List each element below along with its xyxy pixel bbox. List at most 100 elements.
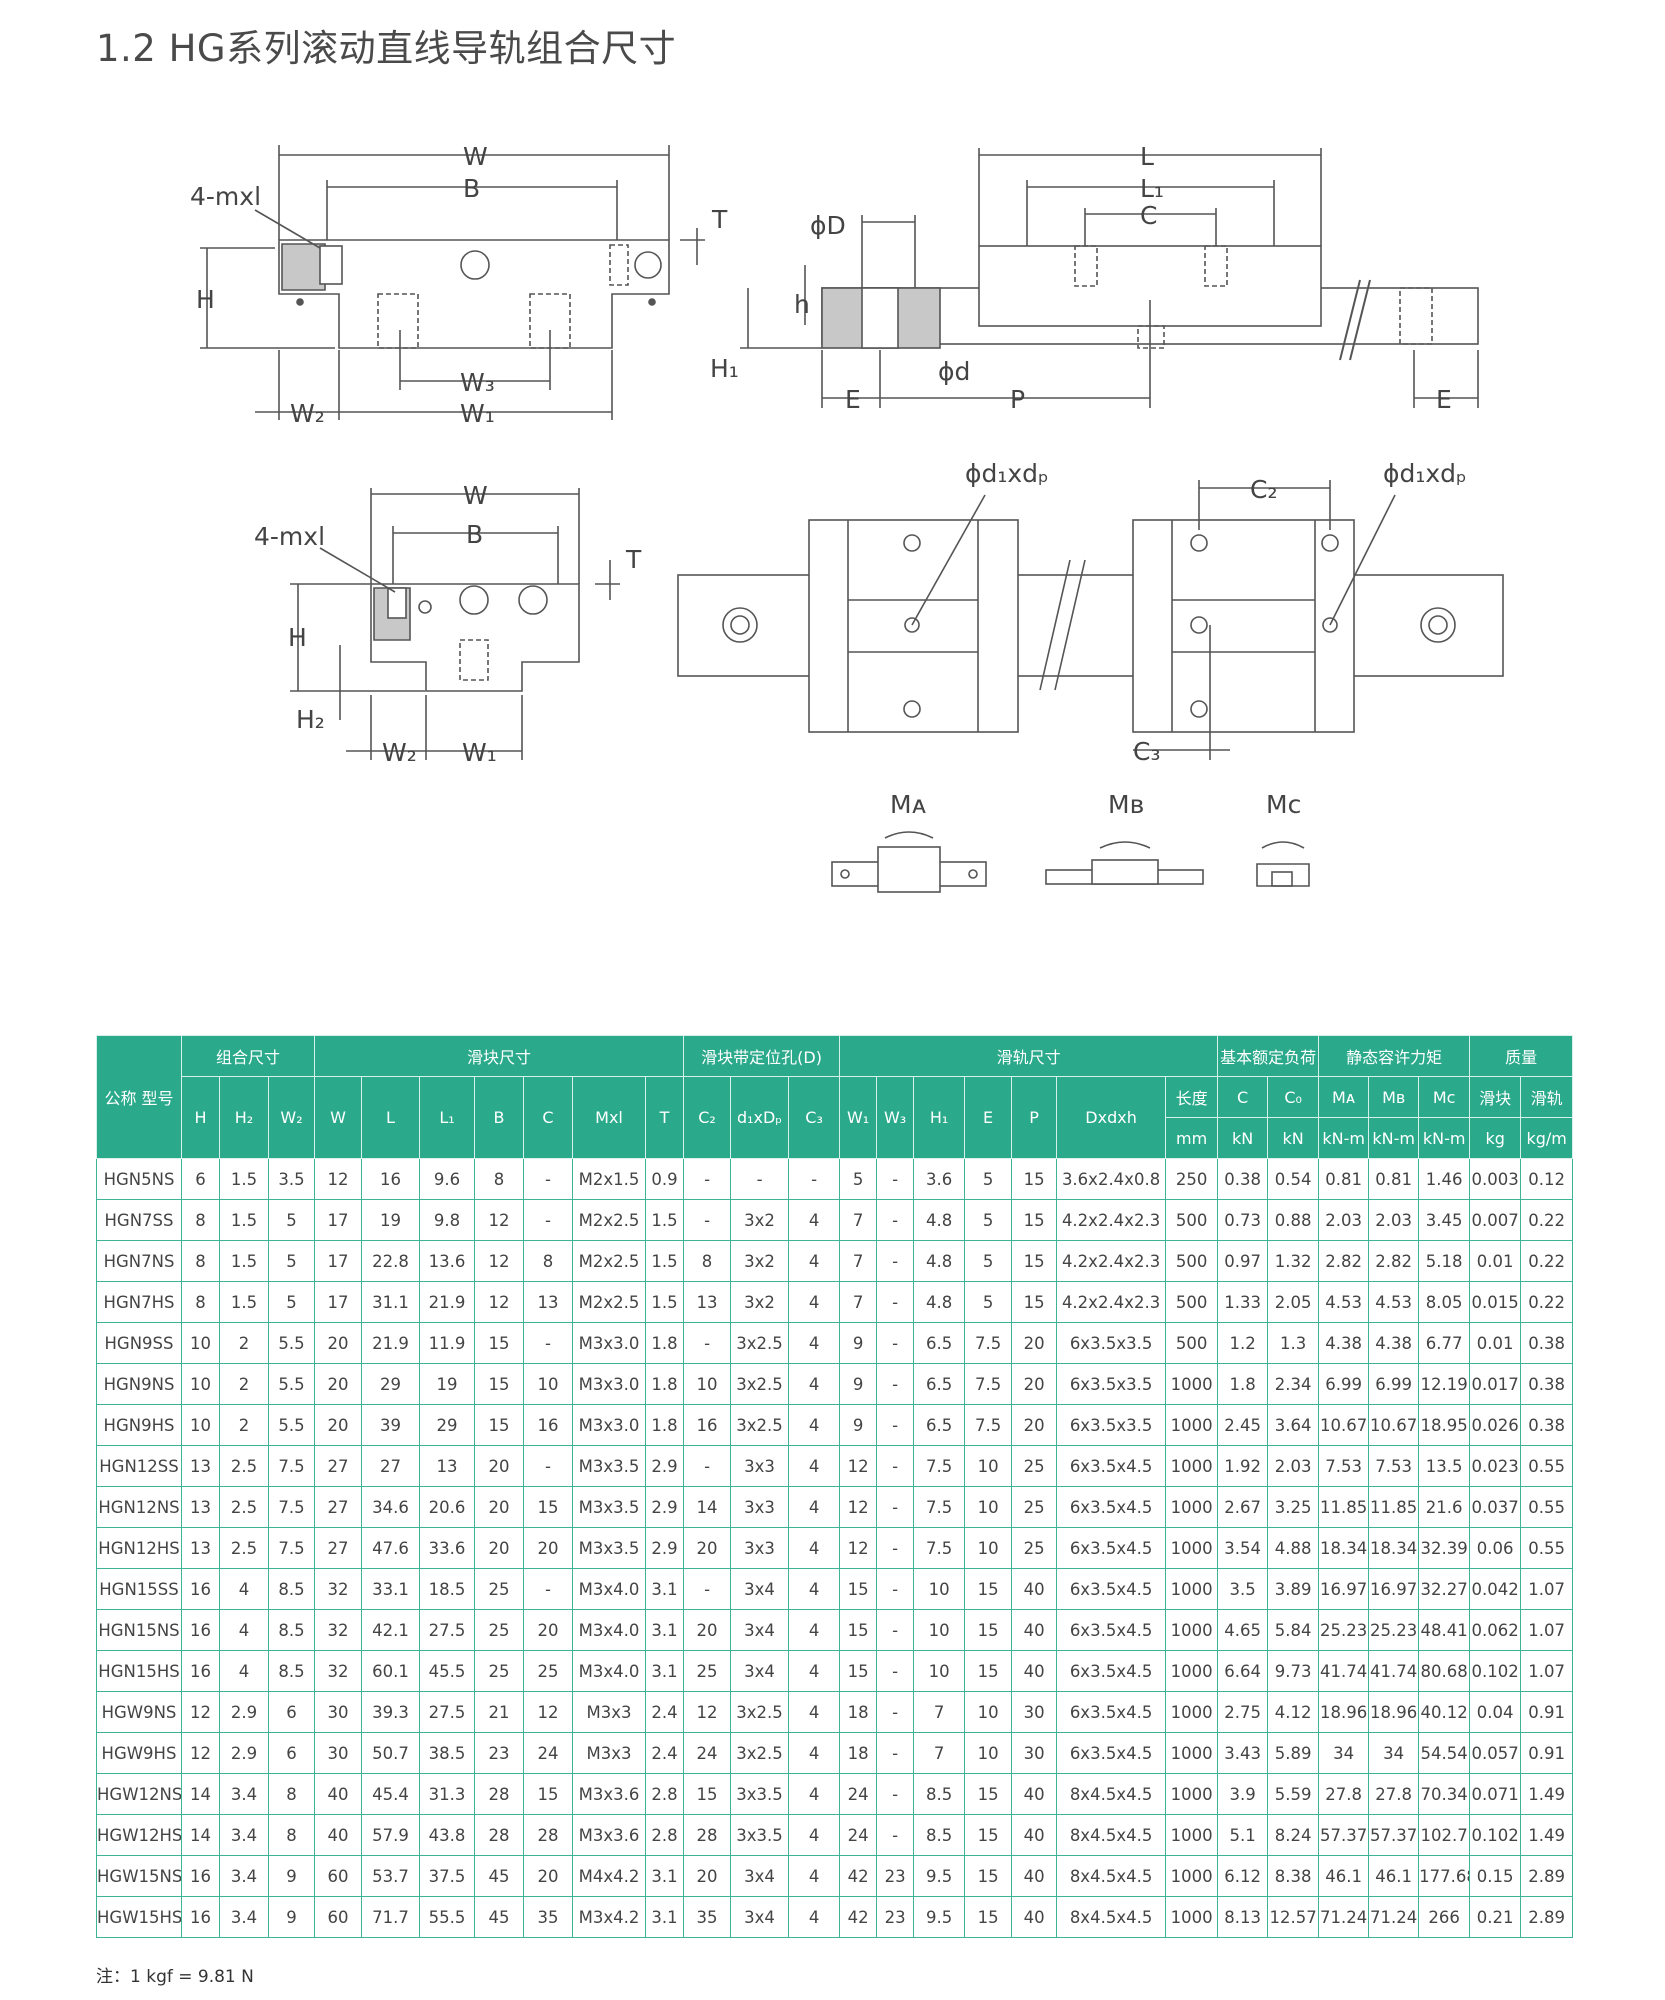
value-cell: 1.8 bbox=[644, 1322, 685, 1364]
value-cell: 6x3.5x4.5 bbox=[1056, 1609, 1167, 1651]
value-cell: 10 bbox=[964, 1527, 1013, 1569]
value-cell: 15 bbox=[964, 1568, 1013, 1610]
value-cell: 32 bbox=[314, 1568, 362, 1610]
label-P: P bbox=[1010, 385, 1025, 414]
value-cell: 0.38 bbox=[1520, 1322, 1574, 1364]
value-cell: 50.7 bbox=[361, 1732, 420, 1774]
model-cell: HGN7HS bbox=[96, 1281, 182, 1323]
value-cell: - bbox=[683, 1199, 732, 1241]
value-cell: 3.89 bbox=[1267, 1568, 1320, 1610]
value-cell: 20 bbox=[474, 1486, 524, 1528]
header-unit: kN-m bbox=[1418, 1117, 1471, 1159]
value-cell: 3x3.5 bbox=[730, 1773, 790, 1815]
value-cell: M3x3 bbox=[572, 1732, 646, 1774]
value-cell: 35 bbox=[683, 1896, 732, 1938]
value-cell: 30 bbox=[1011, 1691, 1058, 1733]
value-cell: 3.45 bbox=[1418, 1199, 1471, 1241]
value-cell: 71.7 bbox=[361, 1896, 420, 1938]
value-cell: 7.53 bbox=[1368, 1445, 1420, 1487]
value-cell: 15 bbox=[839, 1609, 878, 1651]
value-cell: 2 bbox=[219, 1363, 269, 1405]
value-cell: 9.6 bbox=[419, 1158, 475, 1200]
value-cell: 4.53 bbox=[1368, 1281, 1420, 1323]
header-column: P bbox=[1011, 1076, 1058, 1159]
value-cell: 20 bbox=[1011, 1404, 1058, 1446]
value-cell: 18 bbox=[839, 1732, 878, 1774]
value-cell: 29 bbox=[361, 1363, 420, 1405]
value-cell: 18.34 bbox=[1318, 1527, 1370, 1569]
value-cell: 20 bbox=[683, 1527, 732, 1569]
value-cell: 28 bbox=[523, 1814, 573, 1856]
header-unit: mm bbox=[1165, 1117, 1219, 1159]
value-cell: 40 bbox=[1011, 1814, 1058, 1856]
value-cell: 24 bbox=[839, 1773, 878, 1815]
label-W3: W₃ bbox=[460, 368, 495, 397]
value-cell: 25 bbox=[1011, 1486, 1058, 1528]
value-cell: 0.97 bbox=[1217, 1240, 1269, 1282]
value-cell: 5 bbox=[268, 1199, 315, 1241]
header-unit: kN-m bbox=[1368, 1117, 1420, 1159]
value-cell: - bbox=[876, 1322, 915, 1364]
header-column: B bbox=[474, 1076, 524, 1159]
value-cell: 3.6 bbox=[913, 1158, 966, 1200]
value-cell: 8.13 bbox=[1217, 1896, 1269, 1938]
value-cell: 16 bbox=[181, 1855, 220, 1897]
value-cell: M3x3.5 bbox=[572, 1445, 646, 1487]
value-cell: 6.12 bbox=[1217, 1855, 1269, 1897]
value-cell: 20 bbox=[314, 1404, 362, 1446]
value-cell: 4 bbox=[788, 1650, 841, 1692]
value-cell: - bbox=[876, 1773, 915, 1815]
value-cell: 45.5 bbox=[419, 1650, 475, 1692]
value-cell: 40 bbox=[1011, 1773, 1058, 1815]
value-cell: 22.8 bbox=[361, 1240, 420, 1282]
value-cell: 4 bbox=[788, 1814, 841, 1856]
value-cell: 0.06 bbox=[1469, 1527, 1522, 1569]
value-cell: 6x3.5x3.5 bbox=[1056, 1404, 1167, 1446]
value-cell: 11.85 bbox=[1368, 1486, 1420, 1528]
value-cell: M3x3.0 bbox=[572, 1322, 646, 1364]
value-cell: 0.071 bbox=[1469, 1773, 1522, 1815]
value-cell: 500 bbox=[1165, 1199, 1219, 1241]
value-cell: 12 bbox=[181, 1691, 220, 1733]
value-cell: 16.97 bbox=[1368, 1568, 1420, 1610]
value-cell: 21.9 bbox=[419, 1281, 475, 1323]
header-column: Dxdxh bbox=[1056, 1076, 1167, 1159]
value-cell: 0.017 bbox=[1469, 1363, 1522, 1405]
value-cell: 14 bbox=[683, 1486, 732, 1528]
value-cell: M2x1.5 bbox=[572, 1158, 646, 1200]
value-cell: 5.59 bbox=[1267, 1773, 1320, 1815]
value-cell: M3x3.6 bbox=[572, 1814, 646, 1856]
value-cell: - bbox=[876, 1404, 915, 1446]
value-cell: 3x2.5 bbox=[730, 1404, 790, 1446]
value-cell: 46.1 bbox=[1318, 1855, 1370, 1897]
value-cell: 1.33 bbox=[1217, 1281, 1269, 1323]
value-cell: 18.5 bbox=[419, 1568, 475, 1610]
value-cell: 2.4 bbox=[644, 1691, 685, 1733]
header-column: E bbox=[964, 1076, 1013, 1159]
value-cell: 2.89 bbox=[1520, 1896, 1574, 1938]
value-cell: 1.49 bbox=[1520, 1814, 1574, 1856]
header-column: C₃ bbox=[788, 1076, 841, 1159]
value-cell: 9.5 bbox=[913, 1896, 966, 1938]
header-column: 长度 bbox=[1165, 1076, 1219, 1118]
value-cell: 8x4.5x4.5 bbox=[1056, 1814, 1167, 1856]
label-d1xdp-right: ϕd₁xdₚ bbox=[1383, 459, 1467, 488]
value-cell: 43.8 bbox=[419, 1814, 475, 1856]
value-cell: 7.5 bbox=[268, 1527, 315, 1569]
value-cell: 12 bbox=[839, 1445, 878, 1487]
value-cell: 0.38 bbox=[1520, 1404, 1574, 1446]
value-cell: 3.4 bbox=[219, 1896, 269, 1938]
value-cell: 1.49 bbox=[1520, 1773, 1574, 1815]
dimension-drawings: W B 4-mxl T H W₃ W₂ W₁ L L₁ C ϕD h H₁ ϕd… bbox=[190, 142, 1504, 893]
header-column: L₁ bbox=[419, 1076, 475, 1159]
value-cell: 1000 bbox=[1165, 1773, 1219, 1815]
value-cell: 4 bbox=[788, 1855, 841, 1897]
value-cell: 3.1 bbox=[644, 1609, 685, 1651]
header-column: H bbox=[181, 1076, 220, 1159]
value-cell: 8.05 bbox=[1418, 1281, 1471, 1323]
value-cell: 6x3.5x4.5 bbox=[1056, 1732, 1167, 1774]
value-cell: M3x3.0 bbox=[572, 1404, 646, 1446]
